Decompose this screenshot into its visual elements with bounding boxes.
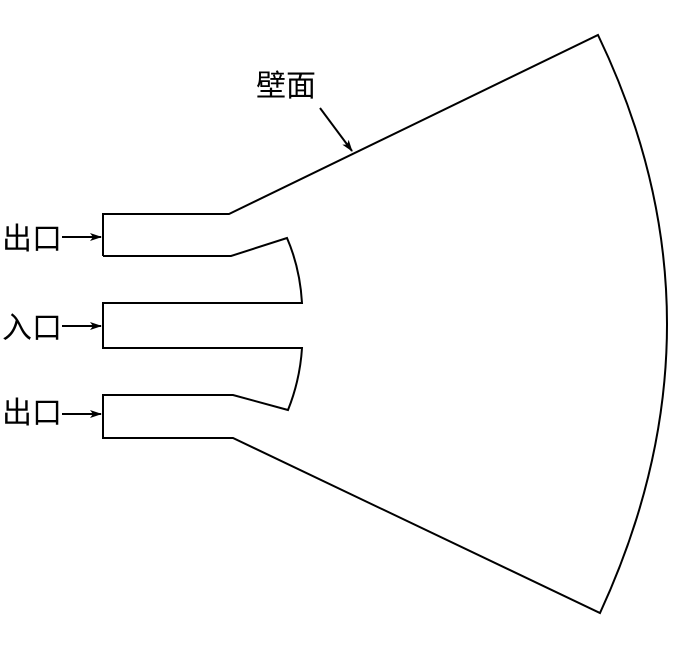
outlet-bottom-label: 出口 [2, 396, 62, 431]
wall-arrow [319, 107, 353, 152]
wall-label: 壁面 [256, 69, 316, 104]
outlet-top-label: 出口 [2, 222, 62, 257]
outer-wall [102, 33, 668, 615]
inlet-label: 入口 [2, 311, 62, 346]
